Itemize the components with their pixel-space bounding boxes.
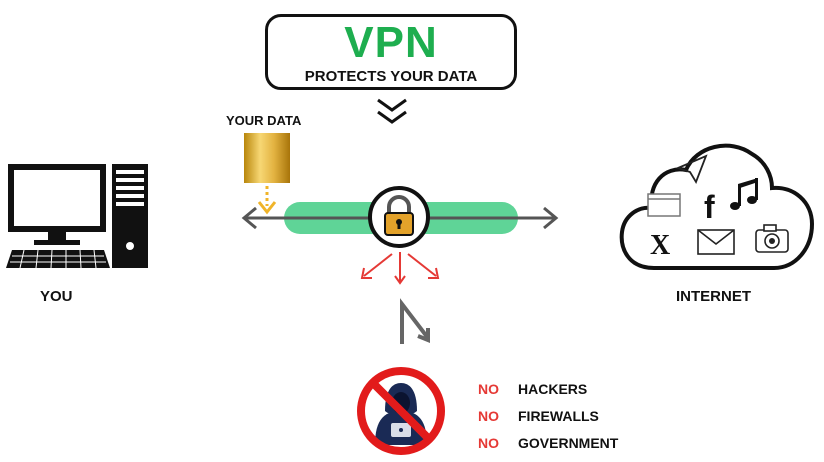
no-prefix: NO — [478, 434, 499, 451]
left-arrowhead — [241, 206, 257, 230]
bent-arrow-icon — [400, 298, 430, 344]
padlock-icon — [368, 186, 430, 248]
your-data-label: YOUR DATA — [226, 113, 302, 128]
hacker-prohibited-icon — [357, 367, 445, 455]
browser-window-icon — [647, 193, 681, 217]
envelope-icon — [697, 229, 735, 255]
deflect-arrows-icon — [360, 252, 440, 285]
blocked-list: NO HACKERS NO FIREWALLS NO GOVERNMENT — [478, 375, 618, 456]
vpn-subtitle: PROTECTS YOUR DATA — [304, 68, 478, 85]
no-prefix: NO — [478, 407, 499, 424]
cloud-icon: f X — [619, 143, 815, 270]
no-prefix: NO — [478, 380, 499, 397]
vpn-title: VPN — [344, 18, 438, 67]
you-label: YOU — [40, 288, 73, 305]
x-logo-icon: X — [650, 230, 670, 261]
music-note-icon — [730, 178, 758, 210]
blocked-item-hackers: HACKERS — [518, 380, 588, 397]
facebook-logo-icon: f — [704, 189, 715, 225]
list-item: NO GOVERNMENT — [478, 429, 618, 456]
blocked-item-government: GOVERNMENT — [518, 434, 619, 451]
list-item: NO HACKERS — [478, 375, 618, 402]
desktop-computer-icon — [6, 164, 148, 269]
blocked-item-firewalls: FIREWALLS — [518, 407, 599, 424]
vpn-header-box: VPN PROTECTS YOUR DATA — [265, 14, 517, 90]
dotted-down-arrow-icon — [257, 186, 277, 215]
camera-icon — [755, 224, 789, 253]
gold-cylinder-icon — [244, 133, 290, 183]
double-chevron-down-icon — [377, 98, 407, 124]
internet-label: INTERNET — [676, 288, 751, 305]
right-arrowhead — [543, 206, 559, 230]
list-item: NO FIREWALLS — [478, 402, 618, 429]
paper-plane-icon — [675, 154, 708, 185]
